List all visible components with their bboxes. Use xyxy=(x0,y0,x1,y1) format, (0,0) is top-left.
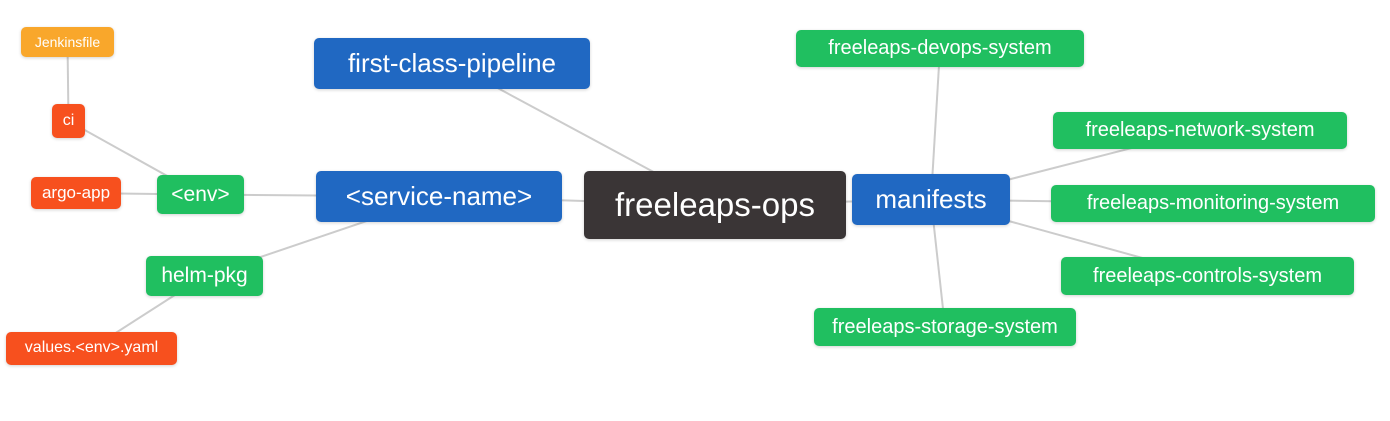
node-label: values.<env>.yaml xyxy=(24,339,159,356)
node-label: <service-name> xyxy=(345,181,533,211)
mindmap-node-values-env-yaml[interactable]: values.<env>.yaml xyxy=(6,332,177,365)
node-label: manifests xyxy=(875,184,987,214)
node-label: freeleaps-ops xyxy=(615,186,815,223)
mindmap-node-network-system[interactable]: freeleaps-network-system xyxy=(1053,112,1347,149)
mindmap-node-jenkinsfile[interactable]: Jenkinsfile xyxy=(21,27,114,57)
mindmap-node-ci[interactable]: ci xyxy=(52,104,85,138)
mindmap-node-helm-pkg[interactable]: helm-pkg xyxy=(146,256,263,296)
mindmap-node-env[interactable]: <env> xyxy=(157,175,244,214)
node-label: <env> xyxy=(171,182,230,206)
node-label: helm-pkg xyxy=(161,264,248,287)
mindmap-node-argo-app[interactable]: argo-app xyxy=(31,177,121,209)
node-label: freeleaps-monitoring-system xyxy=(1086,192,1340,214)
node-label: first-class-pipeline xyxy=(347,48,557,78)
mindmap-node-first-class-pipeline[interactable]: first-class-pipeline xyxy=(314,38,590,89)
mindmap-node-controls-system[interactable]: freeleaps-controls-system xyxy=(1061,257,1354,295)
node-label: freeleaps-network-system xyxy=(1085,119,1315,141)
node-label: freeleaps-devops-system xyxy=(828,37,1052,59)
node-label: freeleaps-controls-system xyxy=(1093,264,1322,287)
node-label: Jenkinsfile xyxy=(34,33,101,50)
mindmap-node-manifests[interactable]: manifests xyxy=(852,174,1010,225)
node-label: argo-app xyxy=(41,183,111,202)
mindmap-node-monitoring-system[interactable]: freeleaps-monitoring-system xyxy=(1051,185,1375,222)
node-label: ci xyxy=(62,111,75,129)
mindmap-node-service-name[interactable]: <service-name> xyxy=(316,171,562,222)
node-label: freeleaps-storage-system xyxy=(832,315,1058,338)
mindmap-node-freeleaps-ops[interactable]: freeleaps-ops xyxy=(584,171,846,239)
mindmap-node-storage-system[interactable]: freeleaps-storage-system xyxy=(814,308,1076,346)
mindmap-node-devops-system[interactable]: freeleaps-devops-system xyxy=(796,30,1084,67)
